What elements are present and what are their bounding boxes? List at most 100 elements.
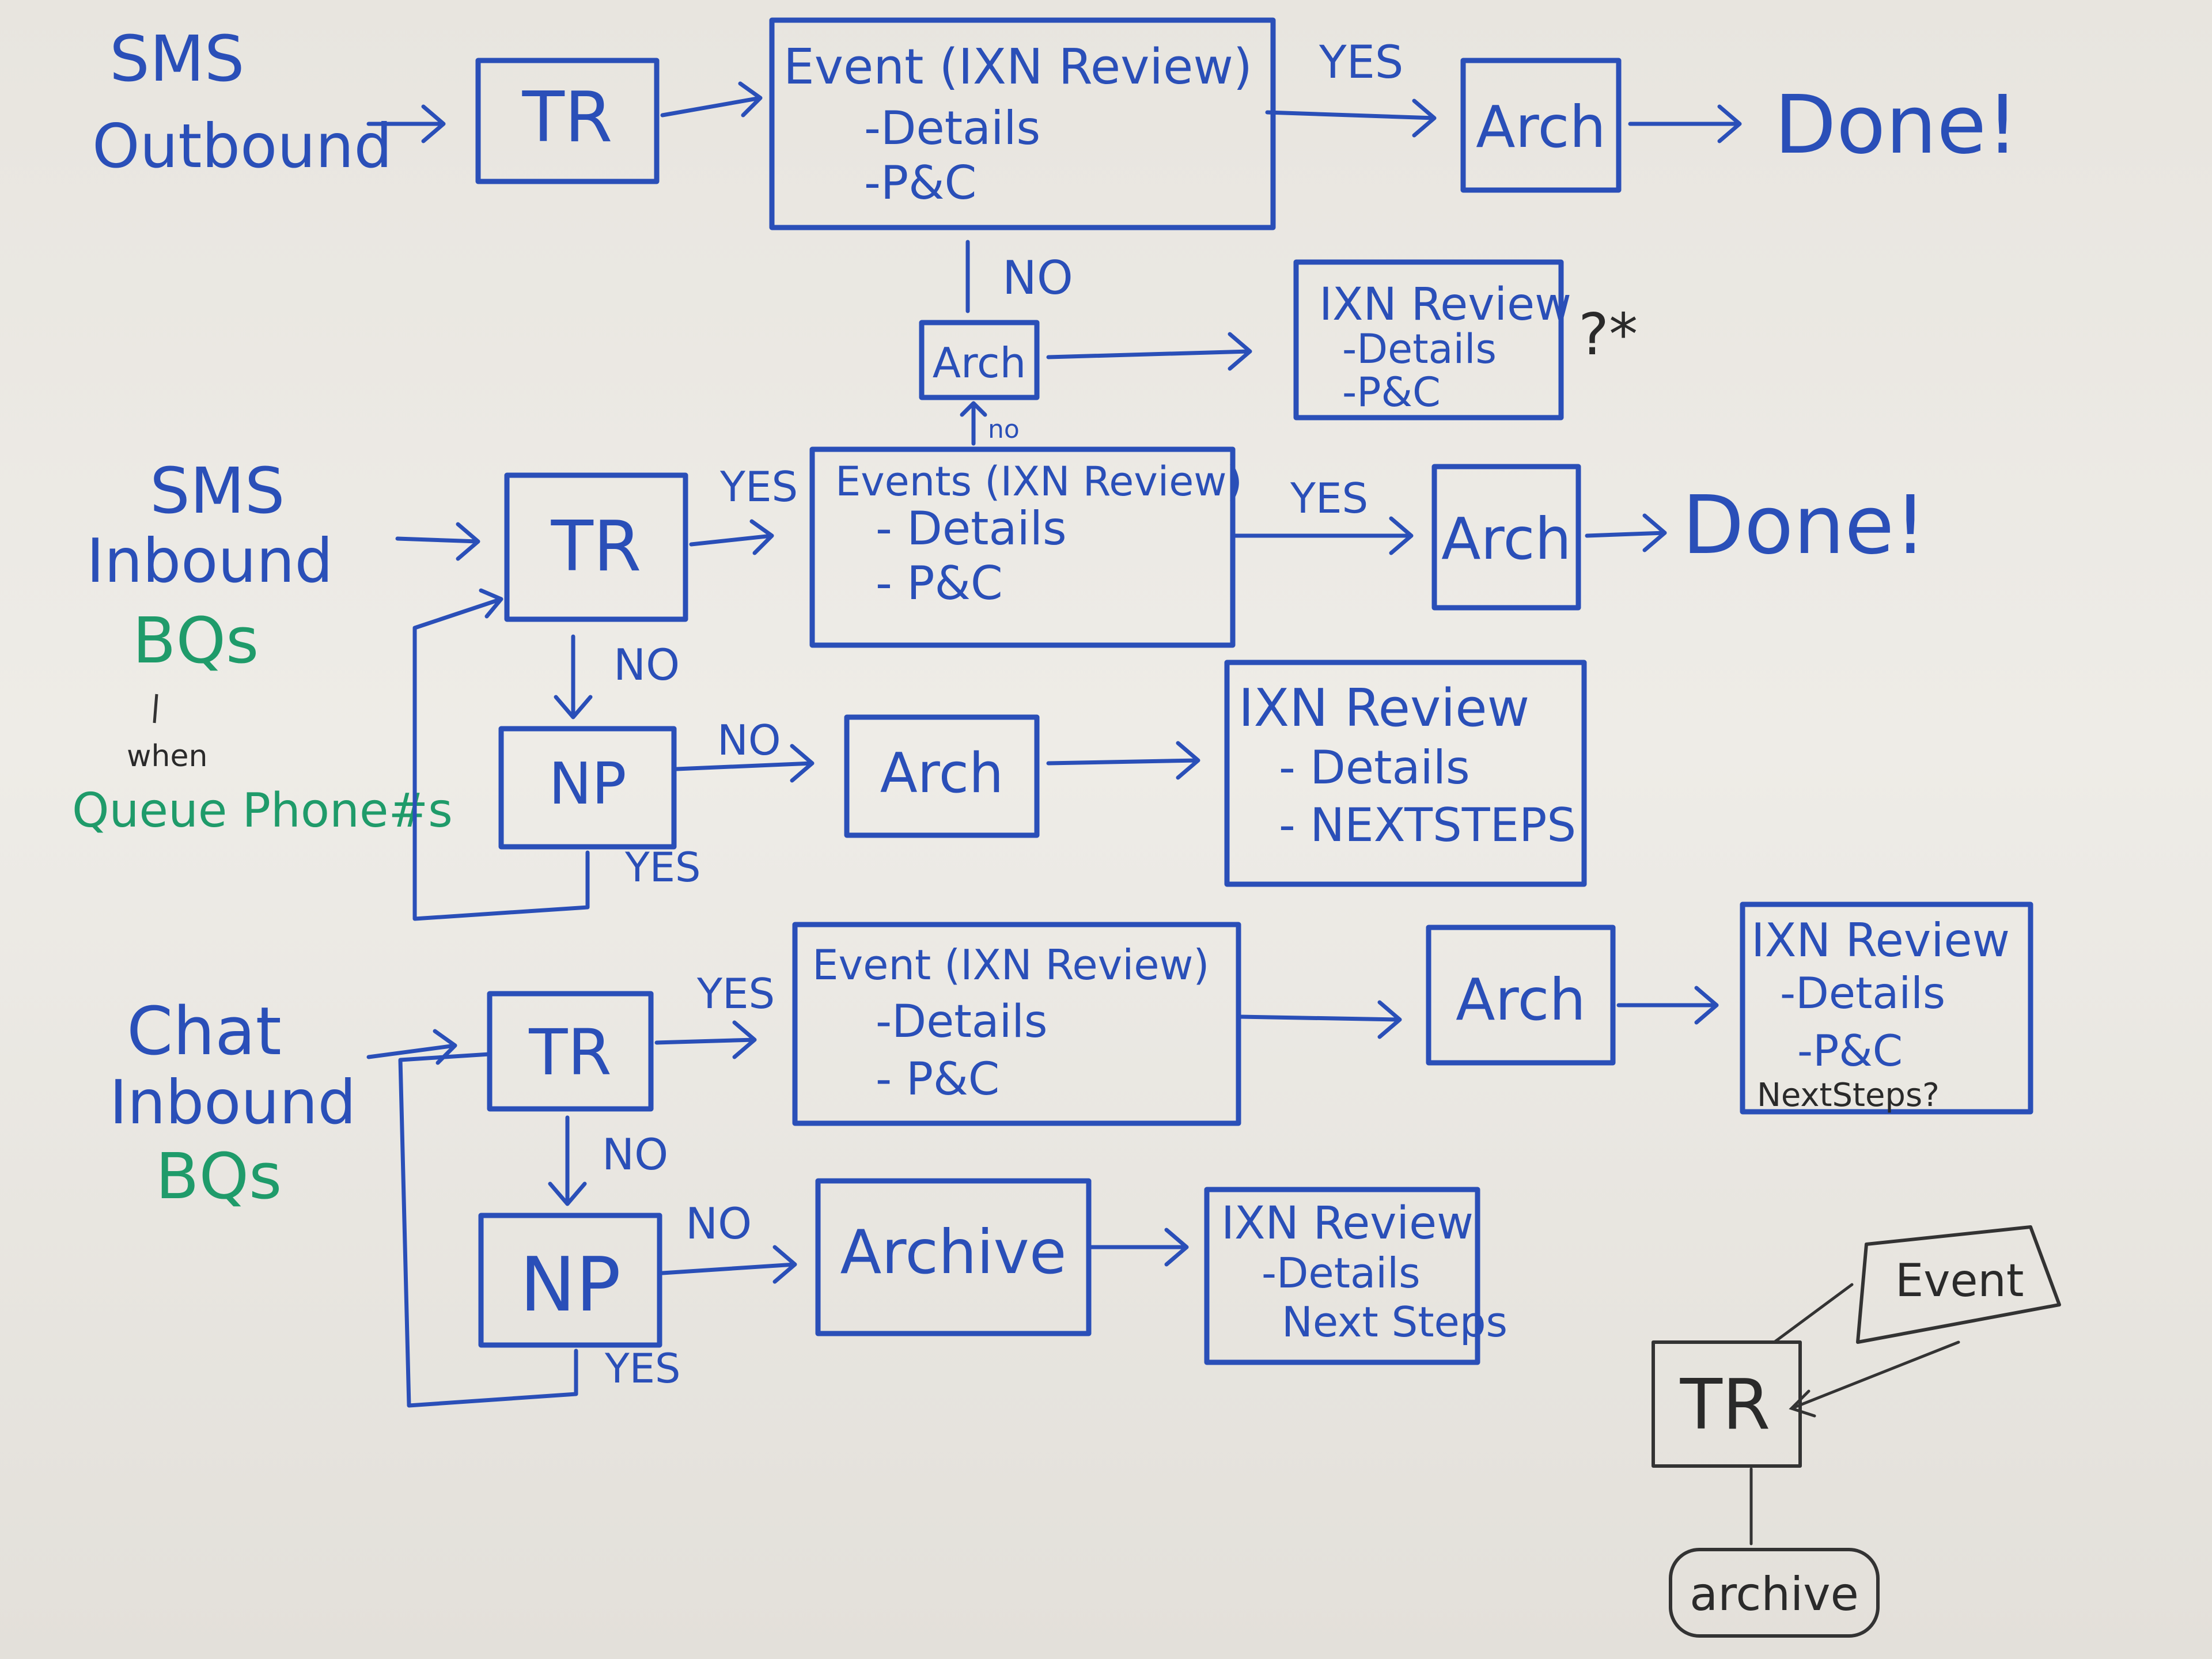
event-item1-row1: -Details (864, 101, 1040, 155)
arrow-np-yes-loop-row3 (398, 1052, 578, 1408)
legend-event-shape (1856, 1225, 2061, 1344)
review-box-row3 (1740, 902, 2033, 1115)
arrow-tr-no-down-row3 (548, 1115, 587, 1206)
legend-tr-label: TR (1680, 1365, 1771, 1445)
tr-label-row2: TR (551, 507, 642, 587)
arrow-tr-to-event-row3 (654, 1020, 757, 1059)
arrow-np-to-arch-up (960, 401, 987, 446)
sms-inbound-label-2: Inbound (86, 526, 333, 596)
yes-label-row3a: YES (696, 969, 775, 1018)
arrow-arch-to-review-row1b (1046, 332, 1252, 371)
arch2-label-row2: Arch (880, 742, 1003, 805)
event-item2-row3: - P&C (876, 1054, 999, 1105)
review-item1-row1b: -Details (1342, 325, 1497, 373)
when-label: when (127, 739, 207, 774)
sms-outbound-label-1: SMS (109, 22, 245, 96)
events-item1-row2: - Details (876, 502, 1067, 555)
events-title-row2: Events (IXN Review) (835, 458, 1243, 505)
chat-inbound-label-2: Inbound (109, 1067, 356, 1138)
arch-box-row2 (1431, 464, 1581, 611)
arch-label-row1b: Arch (933, 339, 1027, 387)
review-item3-row3: NextSteps? (1757, 1077, 1940, 1114)
sms-inbound-label-3: BQs (132, 604, 259, 677)
legend-event-to-tr-arrow (1789, 1340, 1960, 1418)
arrow-arch-to-review-row3 (1616, 986, 1719, 1025)
tr-box-row1 (475, 58, 660, 184)
event-title-row3: Event (IXN Review) (812, 941, 1210, 989)
queue-phone-label: Queue Phone#s (72, 783, 453, 838)
no-label-row2a: NO (613, 639, 680, 690)
arrow-tr-to-event-row1 (660, 81, 763, 118)
arrow-np-to-archive-row3 (660, 1245, 797, 1284)
events-box-row2 (809, 446, 1236, 648)
review2-box-row3 (1204, 1187, 1480, 1365)
yes-label-row2a: YES (719, 463, 798, 511)
when-tick (153, 694, 158, 724)
np-box-row2 (498, 726, 677, 850)
arrow-outbound-to-tr (366, 104, 446, 143)
legend-archive-shape (1669, 1548, 1880, 1638)
arch-box-row3 (1426, 925, 1616, 1066)
arch-label-row2: Arch (1441, 505, 1571, 573)
tr-label-row1: TR (522, 78, 613, 158)
legend-event-label: Event (1895, 1255, 2024, 1307)
yes-label-row2b: YES (1290, 474, 1368, 522)
no-label-row3a: NO (602, 1129, 668, 1180)
review2-title-row3: IXN Review (1221, 1198, 1474, 1249)
review2-item1-row3: -Details (1262, 1249, 1421, 1297)
event-item1-row3: -Details (876, 996, 1048, 1048)
archive-label-row3: Archive (840, 1217, 1067, 1287)
arrow-arch2-to-review-row2 (1046, 741, 1200, 780)
review-title-row2: IXN Review (1238, 678, 1529, 738)
arrow-np-to-arch-row2 (675, 744, 815, 783)
review-title-row3: IXN Review (1751, 914, 2010, 967)
event-item2-row1: -P&C (864, 156, 976, 210)
chat-inbound-label-1: Chat (127, 993, 282, 1070)
question-star-note: ?* (1578, 301, 1638, 368)
arch2-box-row2 (844, 714, 1040, 838)
arrow-events-to-arch-row2 (1230, 516, 1414, 555)
arch-box-row1b (919, 320, 1040, 400)
archive-box-row3 (815, 1178, 1092, 1336)
review-item1-row3: -Details (1780, 968, 1945, 1018)
review-item2-row3: -P&C (1797, 1025, 1903, 1076)
no-label-row1: NO (1002, 251, 1073, 305)
chat-inbound-label-3: BQs (156, 1139, 282, 1213)
done-label-row2: Done! (1682, 479, 1926, 573)
event-title-row1: Event (IXN Review) (783, 39, 1252, 96)
sms-inbound-label-1: SMS (150, 454, 285, 528)
event-box-row3 (792, 922, 1241, 1126)
tr-label-row3: TR (528, 1016, 612, 1089)
no-label-row2b: NO (717, 716, 781, 764)
legend-event-line (1772, 1283, 1854, 1344)
no-label-row3b: NO (685, 1198, 752, 1249)
no-small-label: no (988, 415, 1020, 444)
done-label-row1: Done! (1774, 78, 2018, 172)
sms-outbound-label-2: Outbound (92, 111, 392, 181)
arrow-inbound-to-tr (395, 522, 480, 561)
np-label-row3: NP (520, 1241, 621, 1328)
review-box-row2 (1224, 660, 1587, 887)
arch-label-row1: Arch (1476, 93, 1606, 161)
yes-label-row3b: YES (604, 1345, 680, 1392)
arrow-arch-to-done-row2 (1585, 513, 1667, 552)
review-item1-row2: - Details (1279, 741, 1470, 794)
tr-box-row3 (487, 991, 654, 1112)
review-item2-row1b: -P&C (1342, 369, 1441, 416)
np-label-row2: NP (548, 750, 626, 817)
yes-label-row2c: YES (624, 844, 700, 891)
arch-box-row1 (1460, 58, 1622, 193)
event-box-row1 (769, 17, 1276, 230)
arrow-tr-no-down-row2 (554, 634, 593, 719)
arrow-archive-to-review-row3 (1086, 1228, 1189, 1267)
arrow-arch-to-done-row1 (1628, 104, 1742, 143)
legend-archive-label: archive (1690, 1567, 1859, 1621)
arch-label-row3: Arch (1456, 966, 1586, 1033)
yes-label-row1: YES (1319, 37, 1403, 89)
events-item2-row2: - P&C (876, 556, 1003, 610)
arrow-np-yes-loop-row2 (412, 588, 590, 921)
arrow-event-to-arch-row1 (1265, 99, 1437, 138)
review-item2-row2: - NEXTSTEPS (1279, 798, 1576, 852)
np-box-row3 (478, 1213, 662, 1348)
